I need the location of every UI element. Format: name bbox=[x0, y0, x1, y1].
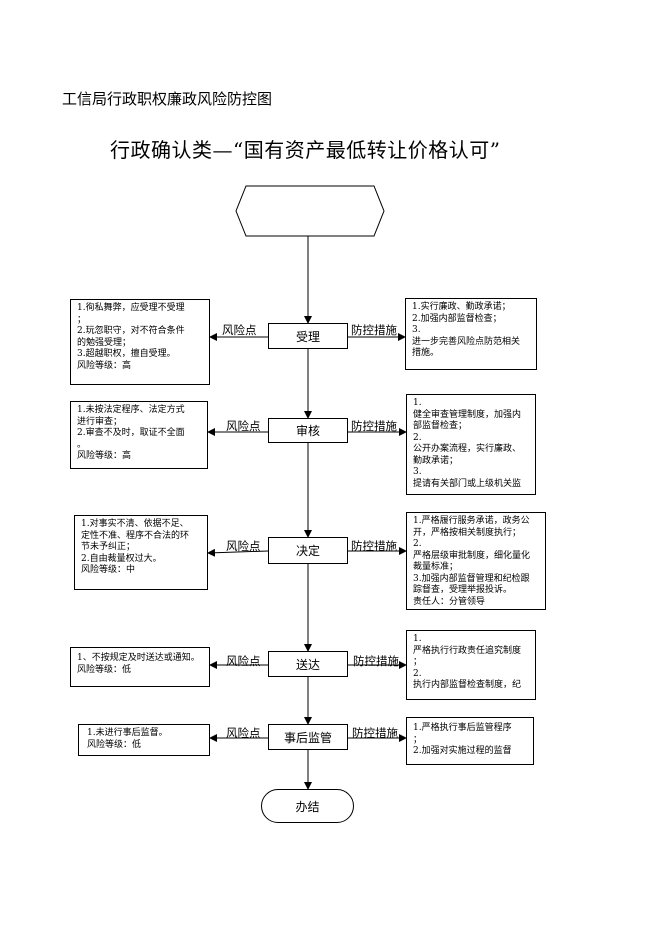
risk-text: 2.审查不及时，取证不全面 bbox=[77, 428, 185, 438]
start-node-shape bbox=[235, 185, 385, 237]
control-text: 部监督检查； bbox=[413, 421, 468, 431]
risk-point-label-4: 风险点 bbox=[226, 654, 261, 668]
control-text: 2. bbox=[413, 668, 422, 679]
control-text: ； bbox=[413, 657, 423, 667]
control-measure-label-2: 防控措施 bbox=[351, 419, 397, 433]
control-text: 责任人：分管领导 bbox=[413, 596, 486, 607]
control-measure-label-3: 防控措施 bbox=[351, 539, 397, 553]
control-text: 3. bbox=[412, 325, 421, 335]
control-measure-label-1: 防控措施 bbox=[351, 323, 397, 337]
risk-text: 2.玩忽职守，对不符合条件 bbox=[77, 326, 185, 336]
control-text: 2.加强内部监督检查； bbox=[412, 313, 502, 324]
risk-text: 风险等级：中 bbox=[81, 565, 136, 575]
control-box-2: 1. 健全审查管理制度，加强内 部监督检查； 2. 公开办案流程，实行廉政、 勤… bbox=[406, 394, 536, 495]
risk-box-4: 1、不按规定及时送达或通知。 风险等级：低 bbox=[70, 647, 210, 687]
chart-title: 行政确认类—“国有资产最低转让价格认可” bbox=[110, 138, 501, 162]
risk-text: 1、不按规定及时送达或通知。 bbox=[77, 653, 200, 663]
risk-point-label-3: 风险点 bbox=[226, 539, 261, 553]
risk-text: 节未予纠正； bbox=[81, 542, 136, 552]
risk-box-2: 1.未按法定程序、法定方式 进行审查； 2.审查不及时，取证不全面 。 风险等级… bbox=[70, 401, 208, 469]
control-text: 严格层级审批制度，细化量化 bbox=[413, 550, 531, 561]
control-measure-label-4: 防控措施 bbox=[353, 654, 399, 668]
control-box-3: 1.严格履行服务承诺，政务公 开，严格按相关制度执行； 2. 严格层级审批制度，… bbox=[406, 512, 546, 610]
control-text: 1. bbox=[413, 634, 422, 644]
control-text: 公开办案流程，实行廉政、 bbox=[413, 444, 522, 454]
risk-text: 2.自由裁量权过大。 bbox=[81, 553, 162, 564]
step-accept: 受理 bbox=[268, 323, 348, 349]
control-text: 执行内部监督检查制度，纪 bbox=[413, 680, 522, 690]
risk-box-5: 1.未进行事后监督。 风险等级：低 bbox=[78, 724, 210, 756]
control-text: 勤政承诺； bbox=[413, 455, 459, 466]
control-text: 健全审查管理制度，加强内 bbox=[413, 409, 522, 420]
control-text: 开，严格按相关制度执行； bbox=[413, 527, 522, 538]
control-text: 措施。 bbox=[412, 348, 440, 358]
control-text: 2. bbox=[413, 539, 422, 549]
control-text: 1. bbox=[413, 398, 422, 408]
start-node bbox=[236, 186, 384, 236]
risk-text: 风险等级：高 bbox=[77, 360, 132, 371]
risk-text: 1.徇私舞弊，应受理不受理 bbox=[77, 303, 185, 313]
control-text: 1.严格执行事后监管程序 bbox=[413, 723, 512, 733]
control-text: 1.严格履行服务承诺，政务公 bbox=[413, 516, 530, 526]
control-text: 1.实行廉政、勤政承诺； bbox=[412, 302, 511, 312]
risk-text: 1.对事实不清、依据不足、 bbox=[81, 519, 189, 529]
control-box-5: 1.严格执行事后监管程序 ； 2.加强对实施过程的监督 bbox=[406, 717, 534, 765]
control-box-4: 1. 严格执行行政责任追究制度 ； 2. 执行内部监督检查制度，纪 bbox=[406, 630, 536, 700]
risk-text: ； bbox=[77, 314, 87, 325]
risk-point-label-1: 风险点 bbox=[222, 323, 257, 337]
risk-text: 。 bbox=[77, 439, 87, 450]
control-text: 2. bbox=[413, 432, 422, 443]
control-text: 踪督查，受理举报投诉。 bbox=[413, 585, 513, 595]
control-text: 裁量标准； bbox=[413, 562, 459, 572]
control-box-1: 1.实行廉政、勤政承诺； 2.加强内部监督检查； 3. 进一步完善风险点防范相关… bbox=[405, 298, 537, 370]
risk-text: 3.超越职权，擅自受理。 bbox=[77, 349, 176, 359]
step-post-supervision: 事后监管 bbox=[268, 724, 348, 750]
risk-box-1: 1.徇私舞弊，应受理不受理 ； 2.玩忽职守，对不符合条件 的勉强受理； 3.超… bbox=[70, 299, 210, 385]
step-review: 审核 bbox=[268, 418, 348, 443]
step-decide: 决定 bbox=[268, 537, 348, 564]
control-text: 3.加强内部监督管理和纪检跟 bbox=[413, 573, 530, 584]
risk-point-label-5: 风险点 bbox=[226, 726, 261, 740]
control-text: 2.加强对实施过程的监督 bbox=[413, 746, 512, 756]
control-text: ； bbox=[413, 734, 423, 745]
control-text: 提请有关部门或上级机关监 bbox=[413, 478, 522, 489]
risk-text: 风险等级：高 bbox=[77, 451, 132, 461]
document-title: 工信局行政职权廉政风险防控图 bbox=[62, 90, 273, 108]
risk-text: 1.未按法定程序、法定方式 bbox=[77, 405, 185, 415]
end-node: 办结 bbox=[261, 789, 354, 823]
risk-point-label-2: 风险点 bbox=[226, 419, 261, 433]
risk-arrow-3 bbox=[207, 548, 269, 557]
risk-text: 进行审查； bbox=[77, 416, 123, 427]
control-text: 严格执行行政责任追究制度 bbox=[413, 645, 522, 656]
control-text: 3. bbox=[413, 467, 422, 477]
control-text: 进一步完善风险点防范相关 bbox=[412, 336, 521, 347]
control-measure-label-5: 防控措施 bbox=[352, 726, 398, 740]
risk-text: 定性不准、程序不合法的环 bbox=[81, 530, 190, 541]
risk-text: 风险等级：低 bbox=[87, 739, 142, 750]
step-deliver: 送达 bbox=[268, 651, 348, 677]
risk-text: 风险等级：低 bbox=[77, 664, 132, 675]
risk-text: 1.未进行事后监督。 bbox=[87, 728, 168, 738]
risk-box-3: 1.对事实不清、依据不足、 定性不准、程序不合法的环 节未予纠正； 2.自由裁量… bbox=[74, 515, 208, 590]
risk-text: 的勉强受理； bbox=[77, 337, 132, 348]
